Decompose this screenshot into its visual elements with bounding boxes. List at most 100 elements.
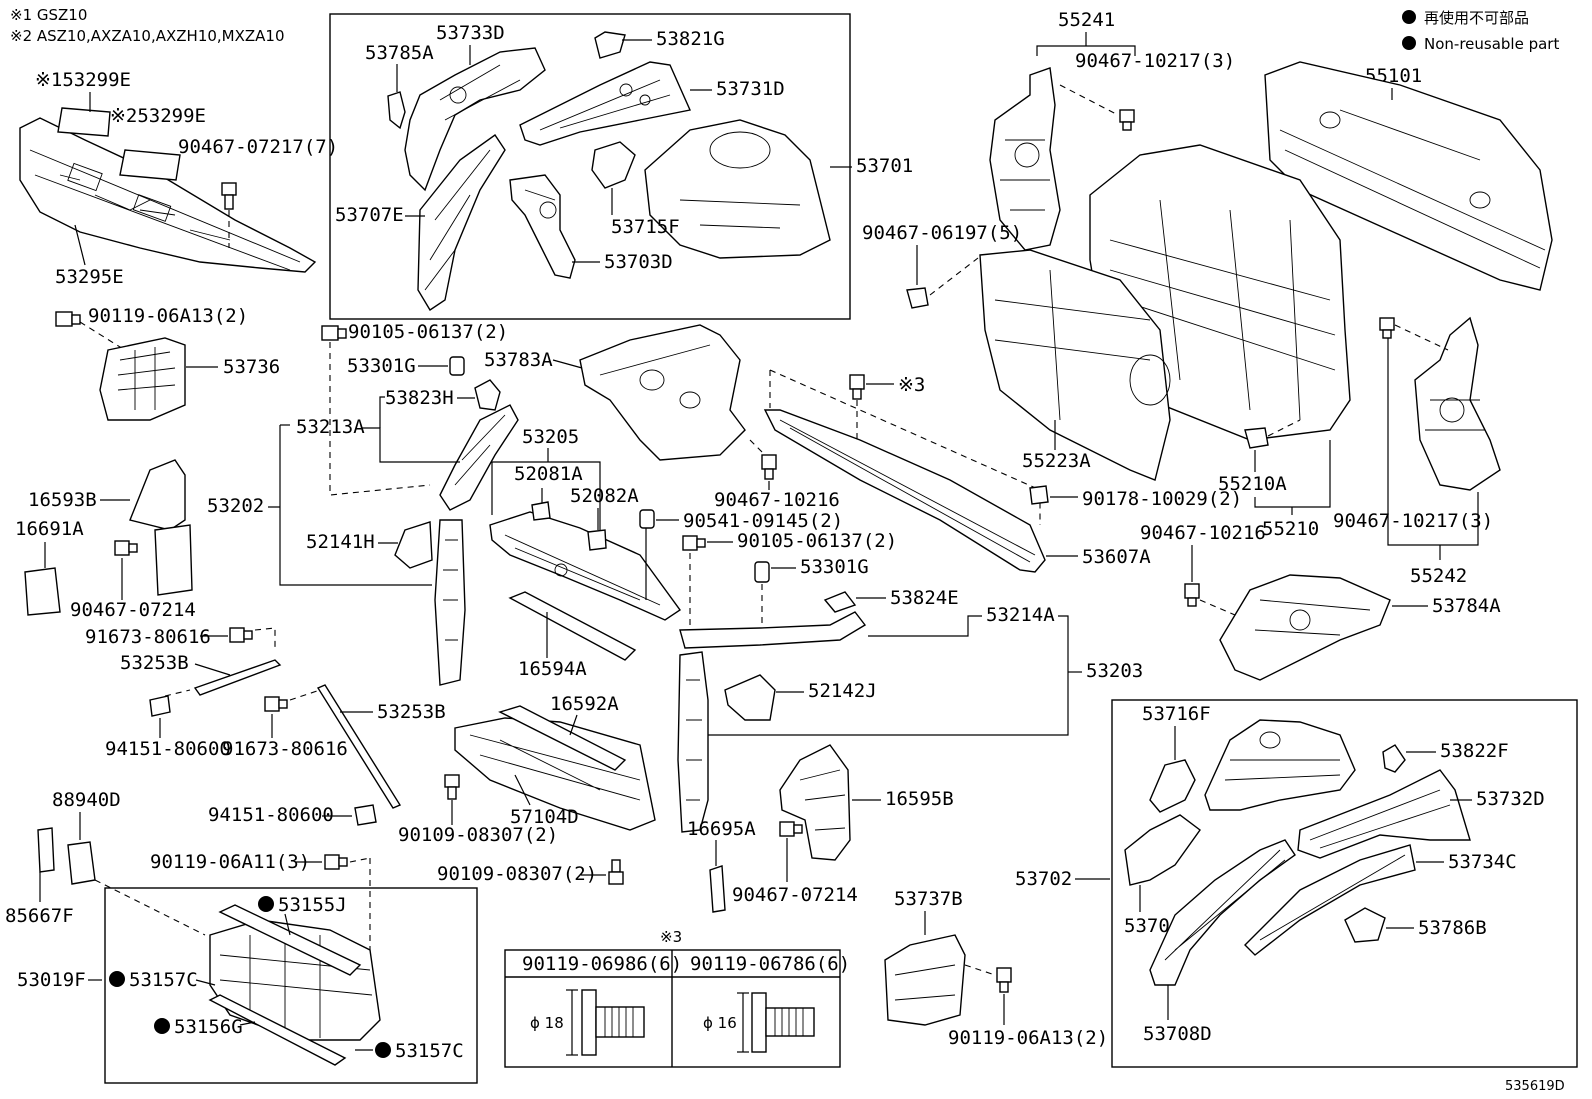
part-55223A	[979, 249, 1171, 481]
leader-line	[708, 615, 1069, 736]
part-16695A	[709, 865, 726, 913]
label-53786B: 53786B	[1418, 917, 1487, 939]
label-53703D: 53703D	[604, 251, 673, 273]
label-90119-06A13-a: 90119-06A13(2)	[88, 305, 248, 327]
dashed-leader	[164, 689, 191, 697]
label-55241: 55241	[1058, 9, 1115, 31]
part-53253B-b	[316, 684, 402, 809]
part-detail	[539, 79, 671, 131]
part-detail	[504, 534, 661, 606]
label-53824E: 53824E	[890, 587, 959, 609]
part-53737B	[884, 934, 966, 1026]
bolt-table-col1-header: 90119-06986(6)	[522, 953, 682, 975]
label-53733D: 53733D	[436, 22, 505, 44]
label-53716F: 53716F	[1142, 703, 1211, 725]
part-53299E-pad2	[119, 149, 181, 181]
part-88940D	[67, 841, 96, 885]
part-53784A	[1219, 574, 1391, 681]
part-55242	[1414, 316, 1501, 491]
bolt-icon	[682, 535, 706, 551]
label-52141H: 52141H	[306, 531, 375, 553]
dashed-leader	[964, 964, 996, 976]
part-53704G	[1124, 814, 1201, 886]
part-52142J	[724, 674, 776, 721]
part-53731D	[519, 61, 691, 146]
part-53707E	[417, 134, 506, 311]
legend-en: Non-reusable part	[1424, 35, 1559, 53]
non-reusable-bullet-icon	[109, 971, 125, 987]
label-53737B: 53737B	[894, 888, 963, 910]
bolt-icon	[849, 374, 865, 400]
part-detail	[1164, 849, 1286, 961]
label-52082A: 52082A	[570, 485, 639, 507]
bolt-18-dim: ϕ 18	[530, 1014, 564, 1032]
part-53822F	[1382, 744, 1406, 773]
label-53253B-a: 53253B	[120, 652, 189, 674]
label-90467-10217-b: 90467-10217(3)	[1333, 510, 1493, 532]
leader-line	[284, 913, 291, 936]
part-detail	[1224, 731, 1341, 781]
part-55241	[989, 67, 1061, 251]
label-94151-80600-b: 94151-80600	[208, 804, 334, 826]
label-90105-06137-a: 90105-06137(2)	[348, 321, 508, 343]
label-53019F: 53019F	[17, 969, 86, 991]
label-16595B: 16595B	[885, 788, 954, 810]
part-53716F	[1149, 759, 1196, 813]
part-16594A	[508, 591, 637, 661]
part-53253B-a	[193, 659, 282, 696]
label-52142J: 52142J	[808, 680, 877, 702]
part-53295E	[19, 117, 317, 273]
non-reusable-bullet-icon	[375, 1042, 391, 1058]
bolt-16-dim: ϕ 16	[703, 1014, 737, 1032]
leader-line	[868, 615, 982, 637]
label-16593B: 16593B	[28, 489, 97, 511]
label-90119-06A11: 90119-06A11(3)	[150, 851, 310, 873]
part-detail	[1000, 139, 1050, 211]
bolt-icon	[761, 454, 777, 480]
part-detail	[469, 734, 641, 801]
leader-line	[268, 425, 432, 586]
leader-line	[379, 396, 385, 428]
leader-line	[1387, 338, 1479, 560]
nut-icon	[354, 804, 377, 826]
clip-icon	[906, 287, 929, 309]
part-detail	[439, 64, 521, 121]
part-53732D	[1297, 769, 1471, 859]
label-53213A: 53213A	[296, 416, 365, 438]
dashed-leader	[1199, 599, 1236, 616]
label-94151-80600-a: 94151-80600	[105, 738, 231, 760]
label-90109-08307-a: 90109-08307(2)	[398, 824, 558, 846]
label-53822F: 53822F	[1440, 740, 1509, 762]
part-detail	[1279, 109, 1546, 269]
nut-icon	[149, 695, 171, 717]
label-53214A: 53214A	[986, 604, 1055, 626]
label-55242: 55242	[1410, 565, 1467, 587]
part-52141H	[394, 521, 433, 569]
label-90467-10216-a: 90467-10216	[714, 489, 840, 511]
label-53707E: 53707E	[335, 204, 404, 226]
leader-line	[1036, 32, 1136, 56]
part-90541-09145	[639, 509, 655, 529]
part-53702-upper	[1204, 719, 1356, 811]
leader-line	[514, 774, 531, 806]
bolt-icon	[608, 859, 624, 885]
label-57104D: 57104D	[510, 806, 579, 828]
group-box-53019F	[104, 887, 478, 1084]
label-16691A: 16691A	[15, 518, 84, 540]
leader-line	[552, 359, 583, 369]
label-53702: 53702	[1015, 868, 1072, 890]
part-detail	[117, 347, 176, 410]
note-gsz10: ※1 GSZ10	[10, 6, 87, 24]
part-52082A	[587, 529, 607, 551]
part-detail	[1309, 789, 1451, 849]
label-90178-10029: 90178-10029(2)	[1082, 488, 1242, 510]
part-53202-pillar	[434, 519, 466, 686]
label-53295E: 53295E	[55, 266, 124, 288]
bolt-icon	[321, 325, 347, 341]
label-53736: 53736	[223, 356, 280, 378]
label-53784A: 53784A	[1432, 595, 1501, 617]
bolt-icon	[114, 540, 138, 556]
bolt-table-ref: ※3	[660, 928, 682, 946]
label-90467-10217-a: 90467-10217(3)	[1075, 50, 1235, 72]
part-53785A	[387, 91, 406, 130]
